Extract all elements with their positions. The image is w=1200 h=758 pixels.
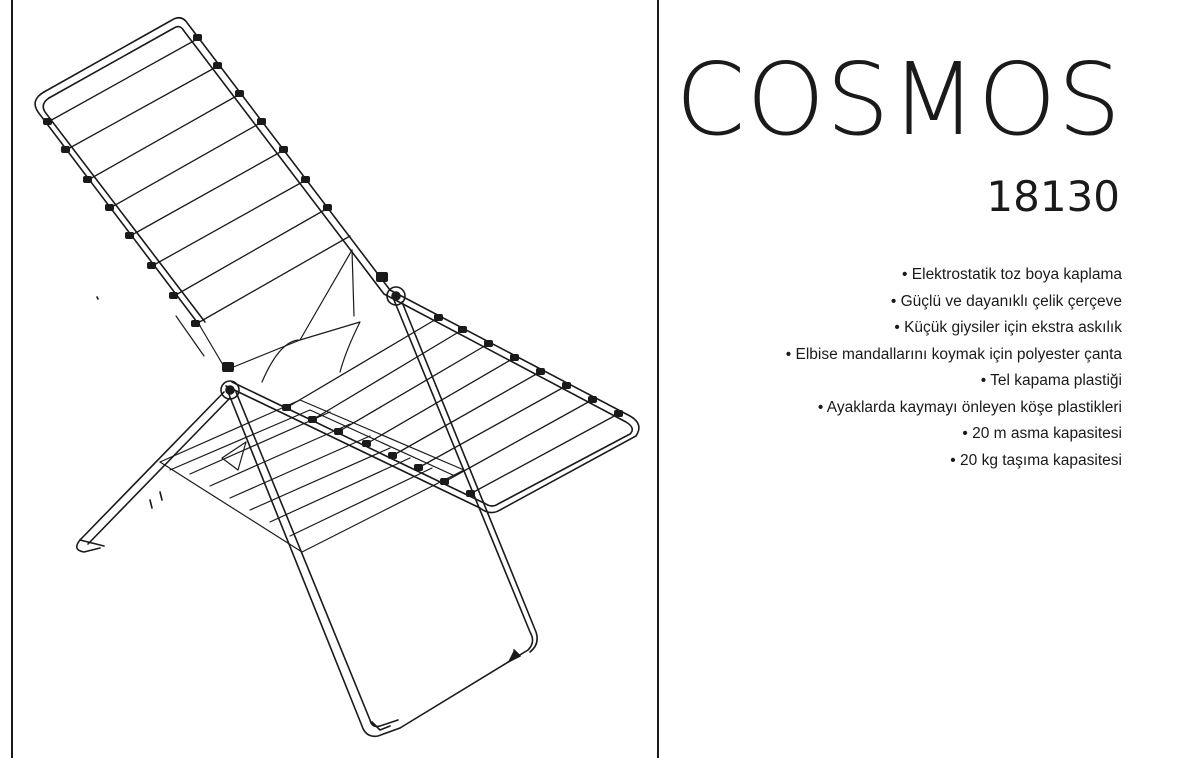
left-legs	[76, 391, 231, 553]
center-basket	[159, 249, 465, 553]
frame-divider-middle	[657, 0, 659, 758]
drying-rack-illustration	[34, 16, 640, 738]
lower-wing-clips	[282, 314, 623, 497]
stray-mark	[96, 296, 99, 300]
lower-wing-frame	[225, 289, 640, 514]
upper-wing-rails	[47, 37, 351, 325]
feature-item: Küçük giysiler için ekstra askılık	[786, 315, 1122, 342]
frame-divider-left	[11, 0, 13, 758]
feature-list: Elektrostatik toz boya kaplama Güçlü ve …	[786, 262, 1122, 474]
model-number: 18130	[986, 172, 1120, 221]
product-name: COSMOS	[675, 41, 1122, 158]
feature-item: Elbise mandallarını koymak için polyeste…	[786, 342, 1122, 369]
upper-wing-frame	[34, 16, 391, 327]
lower-wing-rails	[285, 317, 619, 495]
feature-item: Güçlü ve dayanıklı çelik çerçeve	[786, 289, 1122, 316]
hinge-joints	[220, 272, 406, 400]
feature-item: Elektrostatik toz boya kaplama	[786, 262, 1122, 289]
front-legs	[227, 299, 538, 738]
upper-wing-clips	[43, 34, 332, 327]
feature-item: Tel kapama plastiği	[786, 368, 1122, 395]
feature-item: Ayaklarda kaymayı önleyen köşe plastikle…	[786, 395, 1122, 422]
feature-item: 20 kg taşıma kapasitesi	[786, 448, 1122, 475]
feature-item: 20 m asma kapasitesi	[786, 421, 1122, 448]
